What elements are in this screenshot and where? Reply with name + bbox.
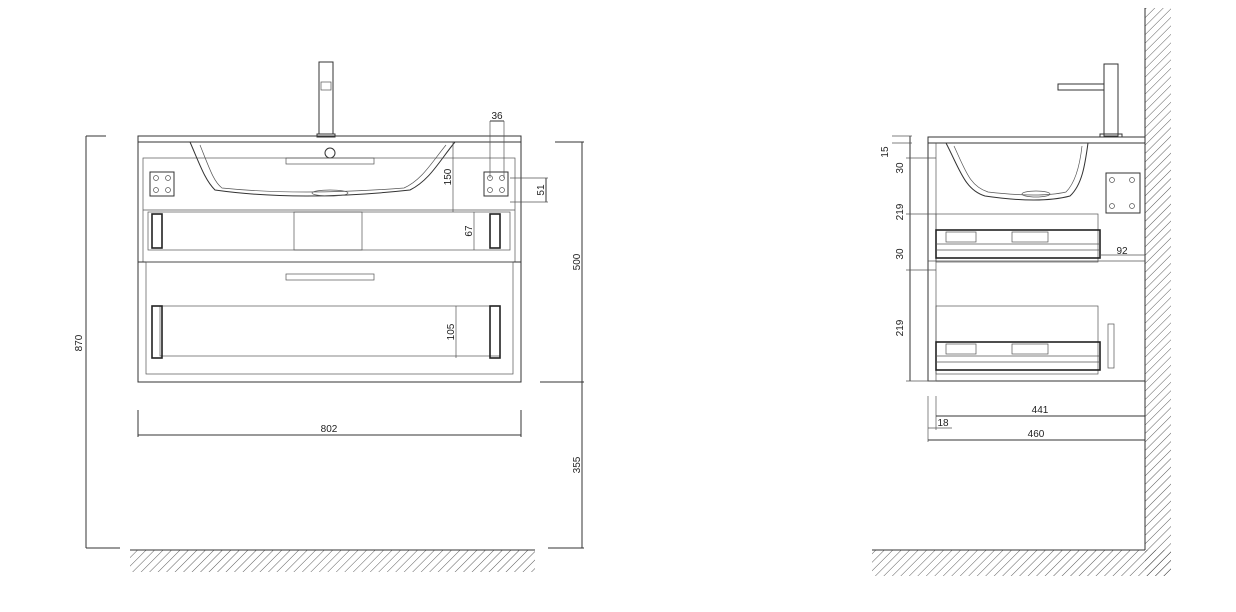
- dim-hinge-offset: 36: [491, 111, 503, 122]
- side-cabinet: [927, 142, 1146, 382]
- side-countertop: [927, 136, 1146, 144]
- front-faucet: [316, 61, 336, 138]
- side-wall-hatch: [1145, 8, 1171, 576]
- dim-floor-clearance: 355: [572, 456, 583, 473]
- front-basin: [189, 141, 456, 197]
- front-view: 870 500 355 802 36 51 150 67 105: [74, 61, 584, 572]
- front-upper-cabinet: [137, 141, 522, 263]
- dim-bottom-drawer-depth: 105: [446, 323, 457, 340]
- dim-top-drawer-depth: 67: [464, 225, 475, 237]
- side-faucet: [1057, 63, 1123, 138]
- dim-total-depth: 460: [1028, 429, 1045, 440]
- dim-rail-offset: 92: [1116, 246, 1128, 257]
- dim-inner-depth: 441: [1032, 405, 1049, 416]
- side-floor-hatch: [872, 550, 1171, 576]
- dim-bottom-drawer-height: 219: [895, 319, 906, 336]
- front-hinge-left: [149, 171, 175, 197]
- side-bracket: [1105, 172, 1141, 214]
- side-basin: [945, 142, 1089, 201]
- dim-cabinet-height: 500: [572, 253, 583, 270]
- dim-top-drawer-height: 219: [895, 203, 906, 220]
- front-floor-hatch: [130, 550, 535, 572]
- dim-top-thickness: 15: [880, 146, 891, 158]
- side-view: 15 30 219 30 219 92 441 18 460: [872, 8, 1171, 576]
- dim-total-height: 870: [74, 334, 85, 351]
- dim-basin-depth: 150: [443, 168, 454, 185]
- dim-front-gap-mid: 30: [895, 248, 906, 260]
- dim-hinge-height: 51: [536, 184, 547, 196]
- dim-front-gap-top: 30: [895, 162, 906, 174]
- dim-width: 802: [321, 424, 338, 435]
- dim-panel-thickness: 18: [937, 418, 949, 429]
- front-hinge-right: [483, 171, 509, 197]
